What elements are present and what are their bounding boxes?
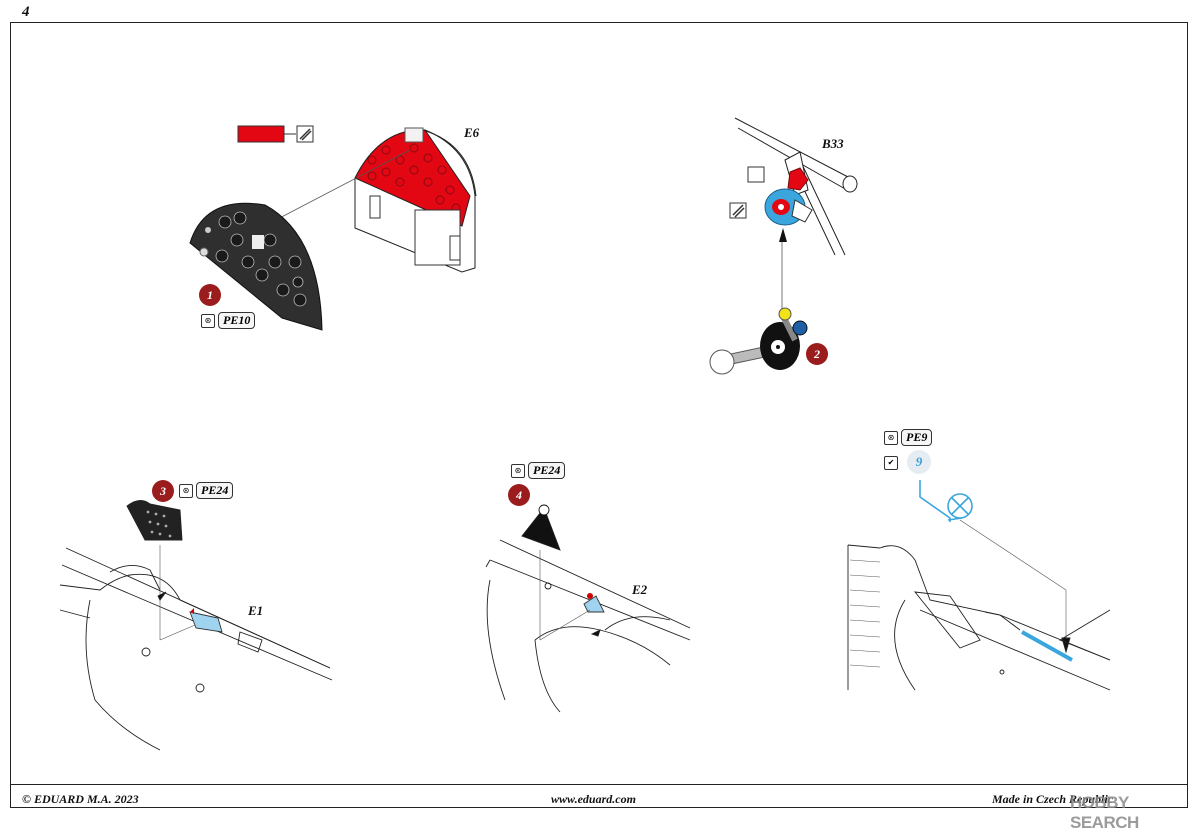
page-frame: [10, 22, 1188, 808]
footer-divider: [10, 784, 1188, 785]
step-1-part: ⊛ PE10: [201, 312, 256, 329]
watermark: HOBBY SEARCH: [1070, 793, 1139, 832]
step-3-part: ⊛ PE24: [179, 482, 234, 499]
label-e6: E6: [464, 125, 480, 140]
footer-copyright: © EDUARD M.A. 2023: [22, 792, 139, 806]
step-9-check: ✔: [884, 454, 898, 471]
part-code: PE10: [218, 312, 256, 329]
part-code: PE24: [196, 482, 234, 499]
step-9-part: ⊛ PE9: [884, 429, 933, 446]
page-number: 4: [22, 4, 30, 20]
footer-origin: Made in Czech Republic: [992, 792, 1114, 806]
instrument-panel-diagram: [189, 125, 477, 331]
b33-control-diagram: [709, 117, 858, 375]
part-code: PE9: [901, 429, 933, 446]
e1-fuselage-diagram: [59, 500, 333, 751]
pe9-cockpit-diagram: [847, 480, 1111, 691]
check-icon: ✔: [884, 455, 898, 470]
step-1-badge: 1: [199, 284, 221, 306]
part-code: PE24: [528, 462, 566, 479]
label-e2: E2: [632, 582, 648, 597]
label-b33: B33: [822, 136, 844, 151]
e2-fuselage-diagram: [485, 504, 691, 713]
photo-etch-icon: ⊛: [884, 430, 898, 445]
step-4-badge: 4: [508, 484, 530, 506]
step-4-part: ⊛ PE24: [511, 462, 566, 479]
step-3-badge: 3: [152, 480, 174, 502]
photo-etch-icon: ⊛: [201, 313, 215, 328]
photo-etch-icon: [747, 166, 765, 183]
step-9-badge: 9: [907, 450, 931, 474]
step-2-badge: 2: [806, 343, 828, 365]
paint-swatch-icon: [237, 125, 285, 143]
photo-etch-icon: ⊛: [179, 483, 193, 498]
footer-website: www.eduard.com: [551, 792, 636, 806]
label-e1: E1: [248, 603, 264, 618]
photo-etch-icon: ⊛: [511, 463, 525, 478]
